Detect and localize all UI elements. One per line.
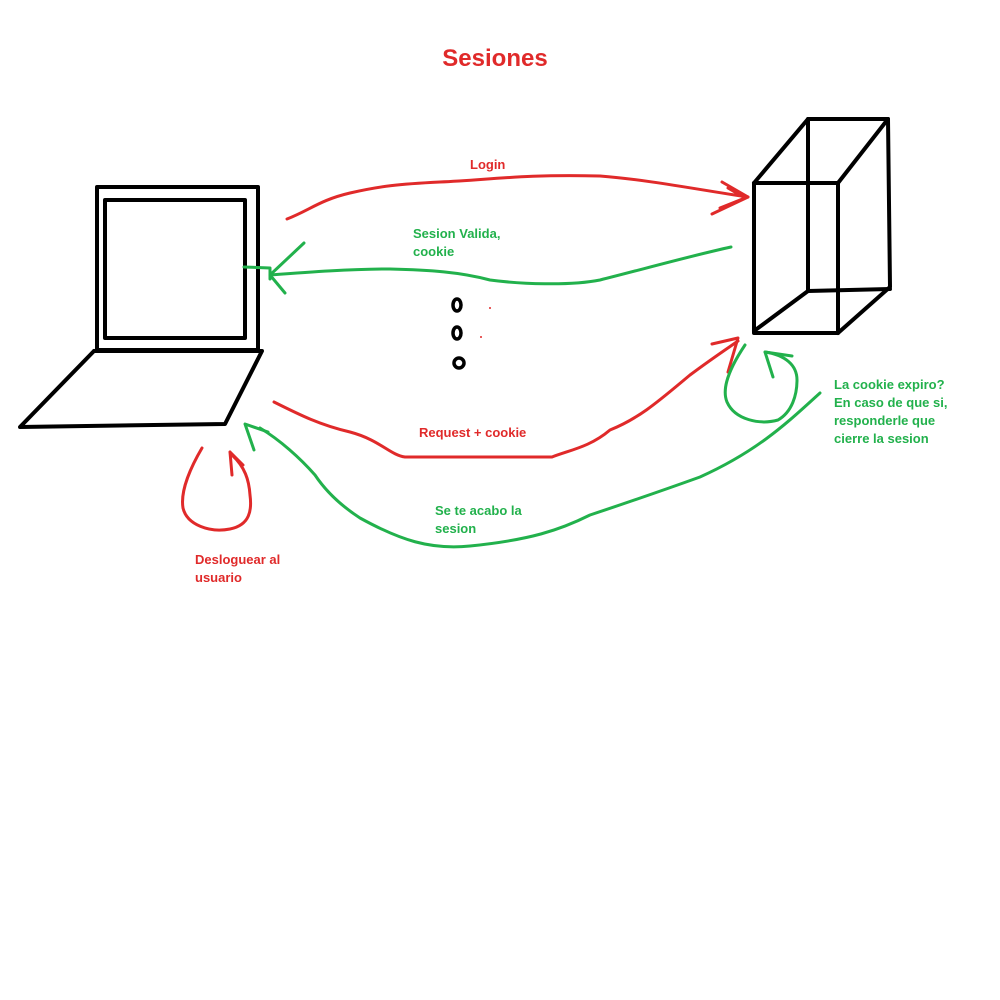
dot-1 [451,297,463,313]
laptop-screen-inner [103,198,247,340]
stray-mark-1 [489,307,491,309]
server-hidden-edges [806,117,892,293]
logout-loop [181,446,253,532]
logout-label: Desloguear al usuario [195,552,281,585]
cookie-check-label: La cookie expiro? En caso de que si, res… [834,377,948,446]
cookie-check-loop [723,343,799,424]
server-icon [752,117,892,335]
continuation-dots [451,297,466,370]
dot-3 [452,356,466,370]
session-valid-label: Sesion Valida, cookie [413,226,501,259]
session-valid-arrow [242,241,733,295]
request-label: Request + cookie [419,425,527,440]
server-back-bottom [752,289,810,333]
dot-2 [451,325,463,341]
session-expired-label: Se te acabo la sesion [435,503,522,536]
request-arrow [272,336,740,459]
laptop-screen-outer [95,185,260,352]
session-expired-arrow [243,391,822,549]
laptop-icon [18,185,264,429]
login-arrow [285,174,750,221]
server-front-face [752,181,840,335]
laptop-base [18,349,264,429]
diagram-title: Sesiones [442,45,548,72]
login-label: Login [470,157,506,172]
server-top-face [752,117,890,185]
stray-mark-2 [480,336,482,338]
